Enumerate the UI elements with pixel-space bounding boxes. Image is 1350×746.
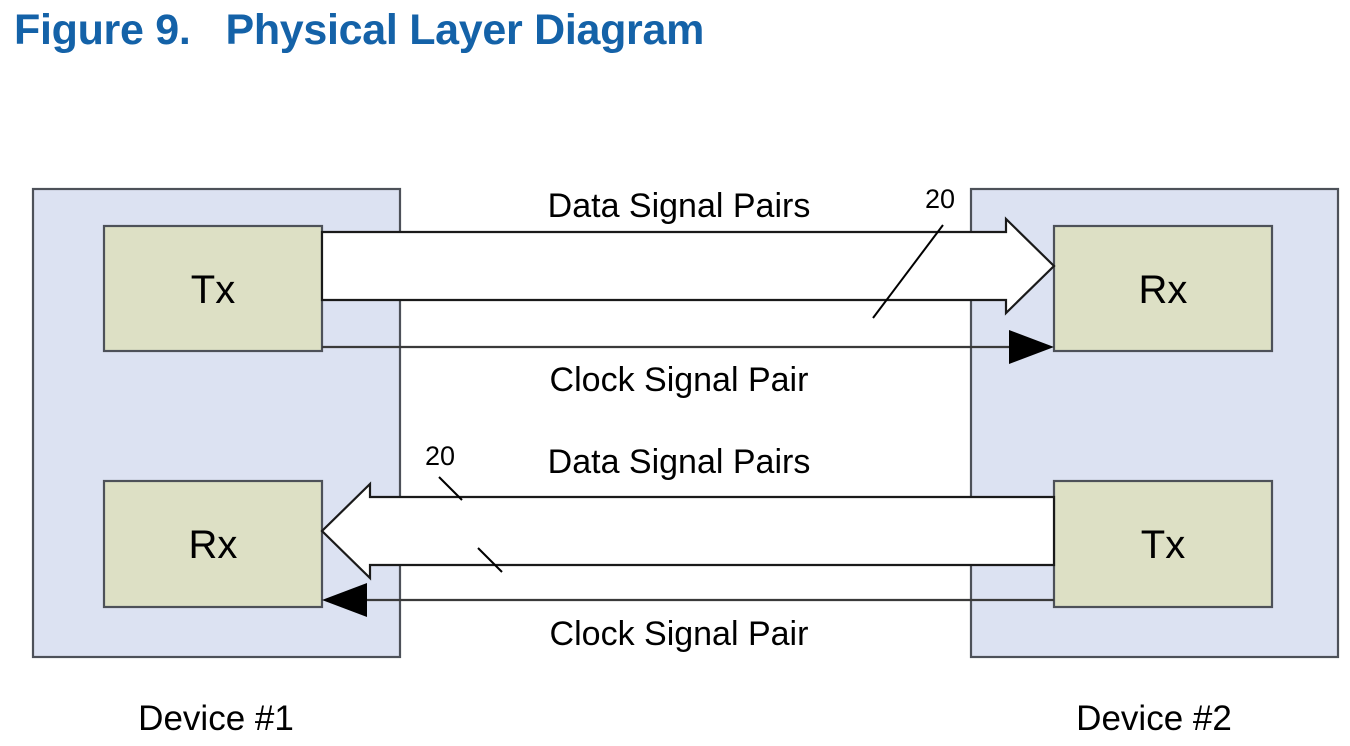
reverse-bus-leader-line-upper [438, 476, 463, 501]
device-2-rx-box [1052, 224, 1274, 353]
figure-title: Figure 9. Physical Layer Diagram [14, 6, 705, 54]
device-1-rx-label: Rx [189, 523, 238, 567]
reverse-data-bus-arrow [320, 481, 1056, 581]
device-1-tx-label: Tx [191, 268, 235, 312]
forward-bus-width-callout: 20 [872, 184, 955, 319]
reverse-bus-leader-line-lower [477, 547, 503, 573]
device-1-caption: Device #1 [138, 699, 294, 738]
reverse-bus-width-callout: 20 [425, 441, 503, 573]
device-2-caption: Device #2 [1076, 699, 1232, 738]
device-2-tx-box [1052, 479, 1274, 609]
device-2-tx-label: Tx [1141, 523, 1185, 567]
reverse-data-label: Data Signal Pairs [548, 443, 811, 481]
reverse-clock-arrowhead [322, 583, 367, 617]
forward-clock-arrowhead [1009, 330, 1054, 364]
device-2-rx-label: Rx [1139, 268, 1188, 312]
device-1-rx-box [102, 479, 324, 609]
reverse-clock-label: Clock Signal Pair [550, 615, 809, 653]
reverse-bus-width-label: 20 [425, 441, 455, 471]
forward-data-bus-arrow [320, 216, 1056, 316]
forward-clock-label: Clock Signal Pair [550, 361, 809, 399]
forward-bus-leader-line [872, 224, 944, 319]
forward-bus-width-label: 20 [925, 184, 955, 214]
device-2-group: Rx Tx [969, 187, 1340, 659]
forward-data-label: Data Signal Pairs [548, 187, 811, 225]
